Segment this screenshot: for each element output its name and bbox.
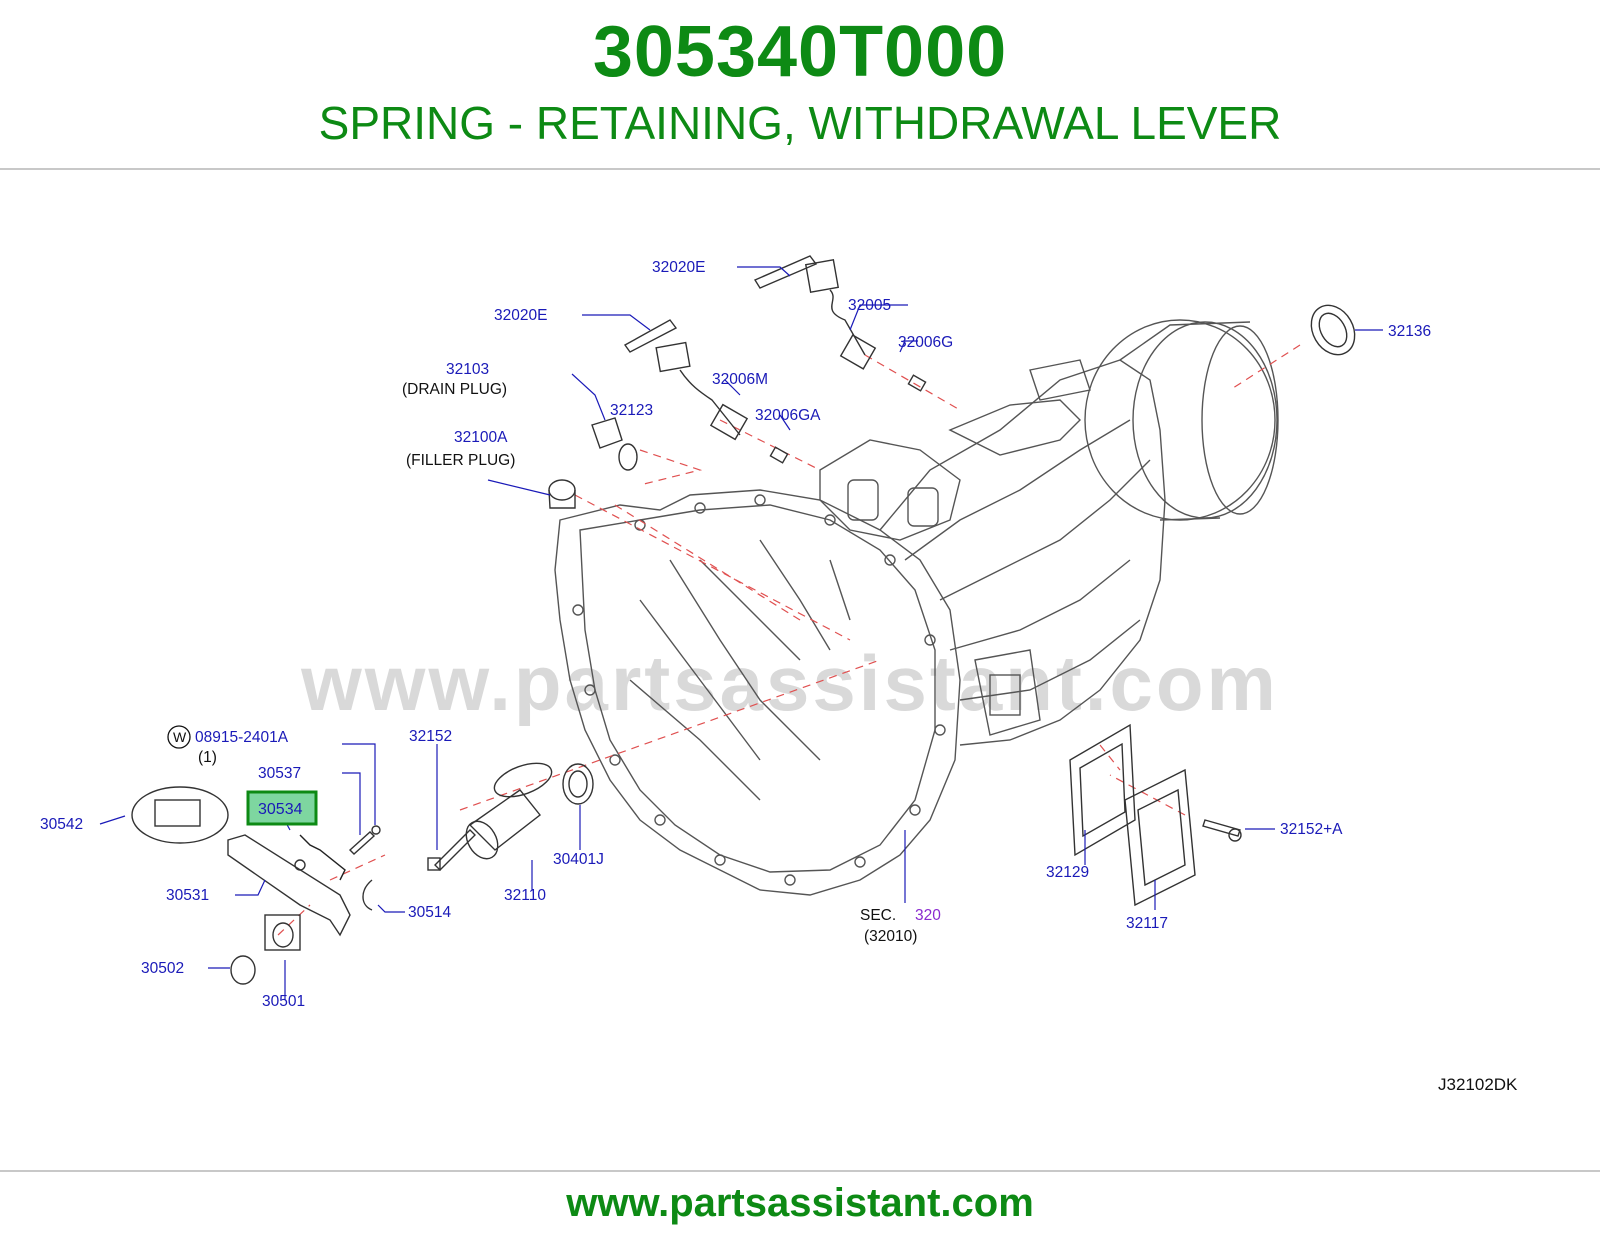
page-header: 305340T000 SPRING - RETAINING, WITHDRAWA… bbox=[0, 0, 1600, 170]
label-32100A: 32100A bbox=[454, 429, 508, 446]
label-32117: 32117 bbox=[1126, 915, 1168, 932]
diagram-canvas: www.partsassistant.com bbox=[40, 255, 1518, 1094]
highlight-box bbox=[246, 790, 318, 826]
label-filler-plug: (FILLER PLUG) bbox=[406, 452, 515, 469]
label-32152: 32152 bbox=[409, 728, 452, 745]
label-32110: 32110 bbox=[504, 887, 546, 904]
small-parts bbox=[131, 255, 1356, 985]
label-32006G: 32006G bbox=[898, 334, 953, 351]
label-30514: 30514 bbox=[408, 904, 451, 921]
label-32020E-top: 32020E bbox=[652, 259, 705, 276]
part-number-title: 305340T000 bbox=[592, 12, 1008, 92]
label-w-symbol: W bbox=[173, 729, 187, 745]
label-32020E: 32020E bbox=[494, 307, 547, 324]
label-30531: 30531 bbox=[166, 887, 209, 904]
parts-diagram: www.partsassistant.com bbox=[0, 172, 1600, 1170]
watermark-text: www.partsassistant.com bbox=[300, 639, 1279, 727]
label-32123: 32123 bbox=[610, 402, 653, 419]
label-32006M: 32006M bbox=[712, 371, 768, 388]
label-30501: 30501 bbox=[262, 993, 305, 1010]
label-32129: 32129 bbox=[1046, 864, 1089, 881]
label-32006GA: 32006GA bbox=[755, 407, 821, 424]
label-drain-plug: (DRAIN PLUG) bbox=[402, 381, 507, 398]
label-32136: 32136 bbox=[1388, 323, 1431, 340]
highlighted-part-30534[interactable]: 30534 bbox=[246, 790, 318, 826]
label-sec-number: 320 bbox=[915, 907, 941, 924]
footer-website-link[interactable]: www.partsassistant.com bbox=[566, 1181, 1034, 1225]
diagram-code: J32102DK bbox=[1438, 1075, 1518, 1094]
leader-lines bbox=[99, 266, 1383, 1000]
label-sec: SEC. bbox=[860, 907, 896, 924]
part-name-subtitle: SPRING - RETAINING, WITHDRAWAL LEVER bbox=[318, 97, 1282, 149]
label-32103: 32103 bbox=[446, 361, 489, 378]
label-32010: (32010) bbox=[864, 928, 917, 945]
label-08915-2401A: 08915-2401A bbox=[195, 729, 289, 746]
transmission-housing bbox=[554, 319, 1279, 896]
part-labels: 32020E 32020E 32005 32006G 32136 32103 (… bbox=[40, 259, 1431, 1010]
footer-divider bbox=[0, 1170, 1600, 1172]
header-divider bbox=[0, 168, 1600, 170]
label-30401J: 30401J bbox=[553, 851, 604, 868]
label-32152-plus-A: 32152+A bbox=[1280, 821, 1343, 838]
label-30502: 30502 bbox=[141, 960, 184, 977]
label-30542: 30542 bbox=[40, 816, 83, 833]
w-symbol-circle bbox=[167, 725, 191, 749]
assembly-guide-lines bbox=[277, 344, 1301, 936]
label-30537: 30537 bbox=[258, 765, 301, 782]
label-32005: 32005 bbox=[848, 297, 891, 314]
label-08915-qty: (1) bbox=[198, 749, 217, 766]
label-30534[interactable]: 30534 bbox=[258, 801, 303, 818]
